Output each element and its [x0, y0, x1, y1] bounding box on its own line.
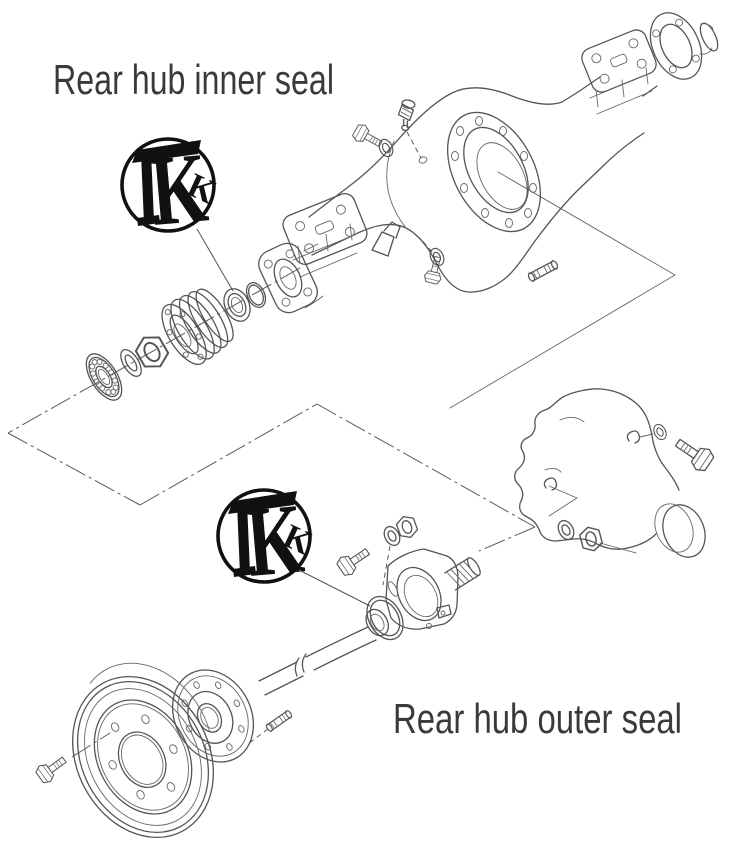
wheel-bolt	[33, 751, 71, 786]
o-ring	[245, 282, 267, 308]
breather-valve	[397, 99, 416, 132]
flange-bolt-holes	[451, 116, 537, 228]
inner-seal-caption: Rear hub inner seal	[53, 56, 334, 103]
tkk-logo-top	[120, 129, 224, 249]
lock-washer	[120, 349, 142, 377]
wheel-bearing	[85, 353, 123, 401]
rear-hub-outer-seal	[365, 595, 404, 641]
axle-shaft-assembly	[258, 512, 481, 696]
washer	[380, 523, 404, 549]
spring-seat-right	[581, 29, 657, 93]
clamp-bracket	[371, 221, 401, 257]
stud	[543, 477, 558, 491]
leader-line	[196, 228, 234, 292]
axle-housing	[258, 12, 719, 314]
differential-carrier	[514, 388, 717, 558]
splined-shaft-end	[444, 557, 481, 591]
brake-drum	[71, 662, 215, 839]
end-flange-left	[258, 242, 318, 314]
phantom-centerlines	[7, 171, 676, 554]
axle-shaft-flange	[171, 669, 255, 763]
stud	[626, 430, 641, 444]
output-flange-face	[662, 504, 706, 558]
hex-bolt	[670, 432, 717, 475]
leader-line	[298, 569, 371, 607]
rear-hub-inner-seal	[223, 288, 251, 322]
banjo-opening	[446, 111, 542, 233]
tkk-logo-bottom	[216, 480, 320, 600]
stud	[526, 259, 560, 283]
hex-bolt	[422, 254, 447, 286]
brake-drum-group	[33, 662, 294, 839]
ribbed-hub	[161, 288, 234, 365]
outer-seal-caption: Rear hub outer seal	[393, 695, 682, 742]
washer	[650, 421, 670, 443]
hex-nut	[394, 512, 420, 542]
stud	[264, 709, 294, 733]
inner-hub-parts	[85, 282, 267, 401]
axle-shaft	[305, 626, 377, 671]
end-flange-right	[649, 12, 703, 80]
hex-bolt	[334, 542, 374, 579]
hub-bearing-case	[385, 548, 459, 630]
